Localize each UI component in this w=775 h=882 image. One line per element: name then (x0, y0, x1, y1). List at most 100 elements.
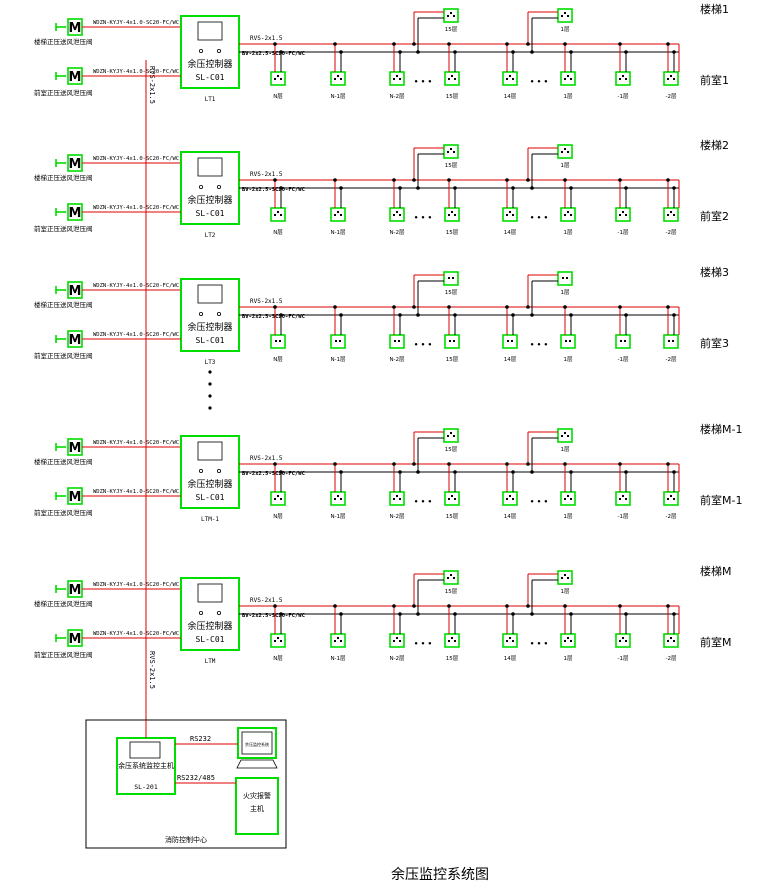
top-floor-label: 1层 (561, 162, 570, 169)
controller-knob (198, 468, 203, 473)
junction-dot (392, 42, 396, 46)
junction-dot (530, 50, 534, 54)
sensor-dot (448, 640, 450, 642)
bottom-floor-label: N层 (273, 513, 283, 520)
sensor-box (560, 207, 576, 222)
bus-label: RVS-2x1.5 (250, 35, 283, 42)
controller-code: SL-C01 (196, 635, 225, 644)
sensor-box (615, 334, 631, 349)
damper-top-label: 楼梯正压送风泄压阀 (34, 599, 93, 608)
sensor-dot (277, 637, 279, 639)
controller-group-3: MM楼梯正压送风泄压阀前室正压送风泄压阀WDZN-KYJY-4x1.0-SC20… (34, 265, 729, 366)
damper-top-label: 楼梯正压送风泄压阀 (34, 173, 93, 182)
sensor-dot (396, 211, 398, 213)
pressure-sensor-icon (444, 491, 460, 506)
controller-tag: LTM (205, 658, 216, 665)
sensor-dot (570, 640, 572, 642)
controller-group-5: MM楼梯正压送风泄压阀前室正压送风泄压阀WDZN-KYJY-4x1.0-SC20… (34, 564, 732, 665)
junction-dot (563, 604, 567, 608)
bottom-floor-label: 15层 (446, 356, 459, 363)
sensor-dot (622, 495, 624, 497)
rs232-label: RS232 (190, 735, 211, 743)
sensor-dot (452, 277, 454, 279)
sensor-box (443, 144, 459, 159)
bottom-floor-label: N层 (273, 655, 283, 662)
motor-letter: M (69, 490, 82, 505)
sensor-dot (567, 75, 569, 77)
sensor-dot (564, 78, 566, 80)
sensor-box (557, 8, 573, 23)
junction-dot (672, 313, 676, 317)
junction-dot (392, 462, 396, 466)
junction-dot (447, 604, 451, 608)
sensor-dot (509, 637, 511, 639)
rs485-label: RS232/485 (177, 774, 215, 782)
junction-dot (333, 305, 337, 309)
sensor-dot (451, 637, 453, 639)
pressure-sensor-icon (615, 71, 631, 86)
sensor-dot (567, 435, 569, 437)
sensor-dot (625, 640, 627, 642)
controller-code: SL-C01 (196, 209, 225, 218)
junction-dot (624, 313, 628, 317)
junction-dot (412, 305, 416, 309)
stair-label: 楼梯M (700, 564, 732, 578)
controller-label: 余压控制器 (187, 58, 232, 70)
sensor-dot (567, 211, 569, 213)
damper-motor-icon: M (55, 629, 83, 647)
sensor-dot (561, 15, 563, 17)
sensor-dot (622, 637, 624, 639)
sensor-dot (619, 214, 621, 216)
sensor-dot (274, 78, 276, 80)
controller-knob (198, 311, 203, 316)
junction-dot (412, 42, 416, 46)
sensor-dot (447, 15, 449, 17)
pressure-sensor-icon (389, 633, 405, 648)
pressure-sensor-icon (560, 207, 576, 222)
sensor-box (389, 71, 405, 86)
junction-dot (672, 186, 676, 190)
sensor-box (330, 207, 346, 222)
ellipsis: • • • (414, 498, 432, 506)
top-floor-label: 15层 (445, 446, 458, 453)
controller-knob (216, 184, 221, 189)
junction-dot (412, 604, 416, 608)
sensor-dot (567, 495, 569, 497)
pressure-sensor-icon (615, 207, 631, 222)
junction-dot (339, 186, 343, 190)
host-code: SL-201 (134, 783, 158, 791)
sensor-dot (280, 640, 282, 642)
junction-dot (273, 604, 277, 608)
top-floor-label: 1层 (561, 446, 570, 453)
junction-dot (273, 462, 277, 466)
sensor-box (443, 271, 459, 286)
junction-dot (526, 462, 530, 466)
junction-dot (412, 462, 416, 466)
damper-top-label: 楼梯正压送风泄压阀 (34, 457, 93, 466)
sensor-dot (564, 498, 566, 500)
sensor-dot (280, 498, 282, 500)
junction-dot (530, 612, 534, 616)
motor-letter: M (69, 21, 82, 36)
sensor-dot (396, 495, 398, 497)
control-room-label: 消防控制中心 (165, 835, 207, 844)
bottom-floor-label: N-1层 (330, 513, 346, 520)
bottom-floor-label: -1层 (618, 356, 629, 363)
sensor-box (444, 71, 460, 86)
fire-control-center: 消防控制中心余压系统监控主机SL-201余压监控系统RS232火灾报警主机RS2… (85, 719, 287, 849)
sensor-dot (450, 12, 452, 14)
bottom-floor-label: N-1层 (330, 655, 346, 662)
sensor-box (615, 491, 631, 506)
pressure-sensor-icon (502, 71, 518, 86)
sensor-dot (670, 637, 672, 639)
junction-dot (624, 186, 628, 190)
junction-dot (416, 313, 420, 317)
damper-top-label: 楼梯正压送风泄压阀 (34, 300, 93, 309)
damper-motor-icon: M (55, 487, 83, 505)
sensor-dot (511, 340, 513, 342)
pressure-sensor-icon (502, 207, 518, 222)
sensor-dot (667, 78, 669, 80)
junction-dot (526, 42, 530, 46)
sensor-dot (453, 15, 455, 17)
sensor-dot (512, 498, 514, 500)
